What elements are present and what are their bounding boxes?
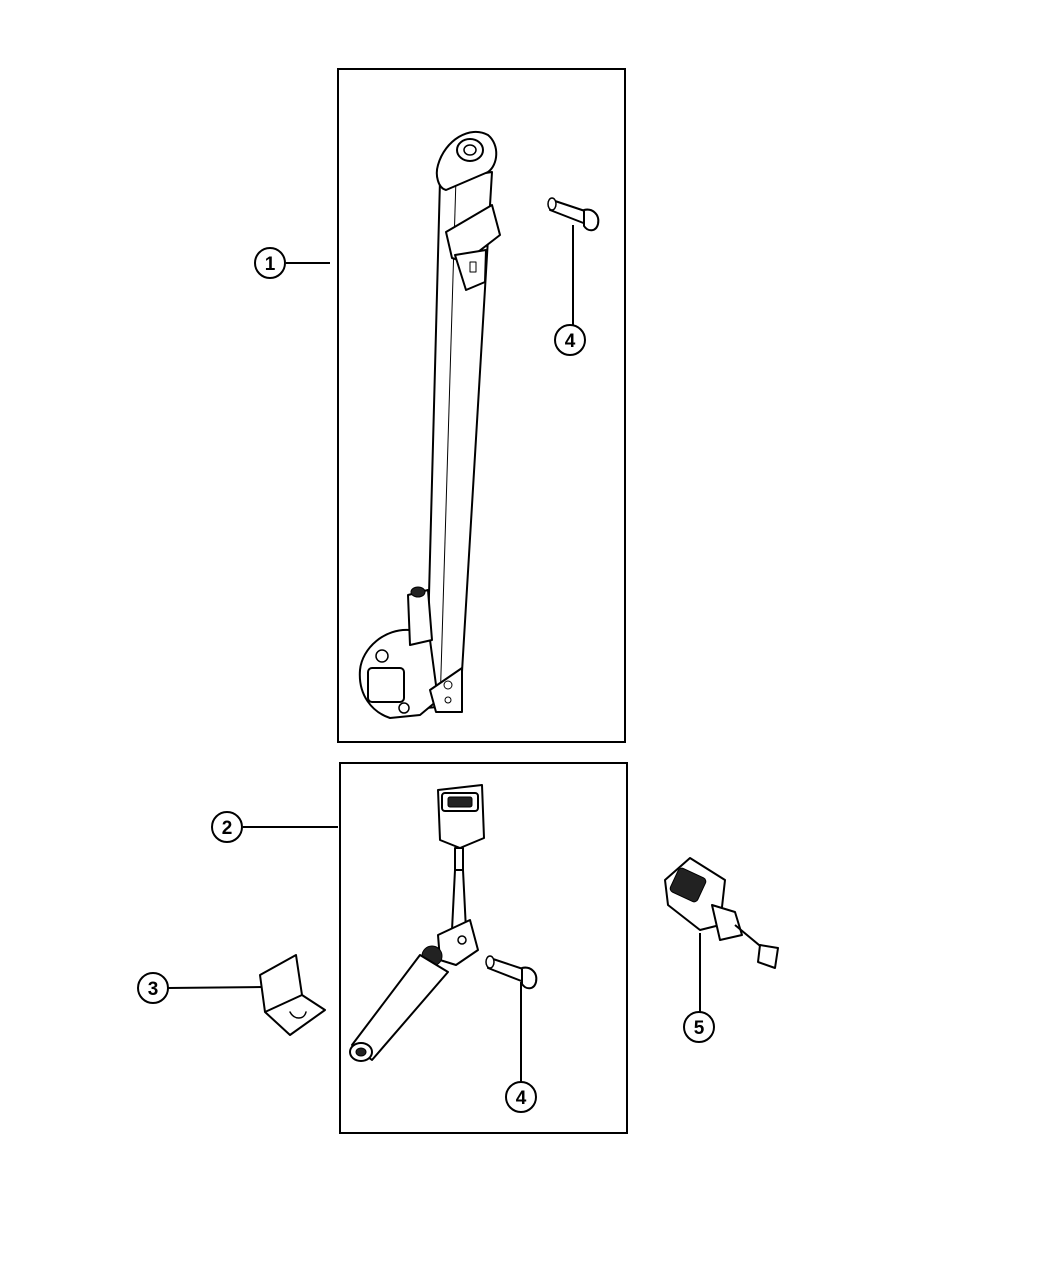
frame-lower	[339, 762, 628, 1134]
shoulder-belt-retractor-assembly	[358, 130, 501, 719]
callout-4-lower: 4	[505, 1081, 537, 1113]
leader-3	[167, 986, 263, 989]
bolt-upper	[547, 197, 600, 232]
callout-label: 4	[565, 331, 576, 352]
callout-label: 2	[222, 818, 233, 839]
callout-label: 1	[265, 254, 276, 275]
callout-3: 3	[137, 972, 169, 1004]
callout-2: 2	[211, 811, 243, 843]
callout-4-upper: 4	[554, 324, 586, 356]
callout-label: 4	[516, 1088, 527, 1109]
callout-label: 3	[148, 979, 159, 1000]
buckle-assembly	[349, 784, 485, 1062]
buckle-with-wiring-part	[664, 857, 779, 969]
bolt-lower	[485, 955, 538, 990]
bracket-part	[259, 954, 326, 1036]
callout-5: 5	[683, 1011, 715, 1043]
callout-1: 1	[254, 247, 286, 279]
callout-label: 5	[694, 1018, 705, 1039]
frame-upper	[337, 68, 626, 743]
